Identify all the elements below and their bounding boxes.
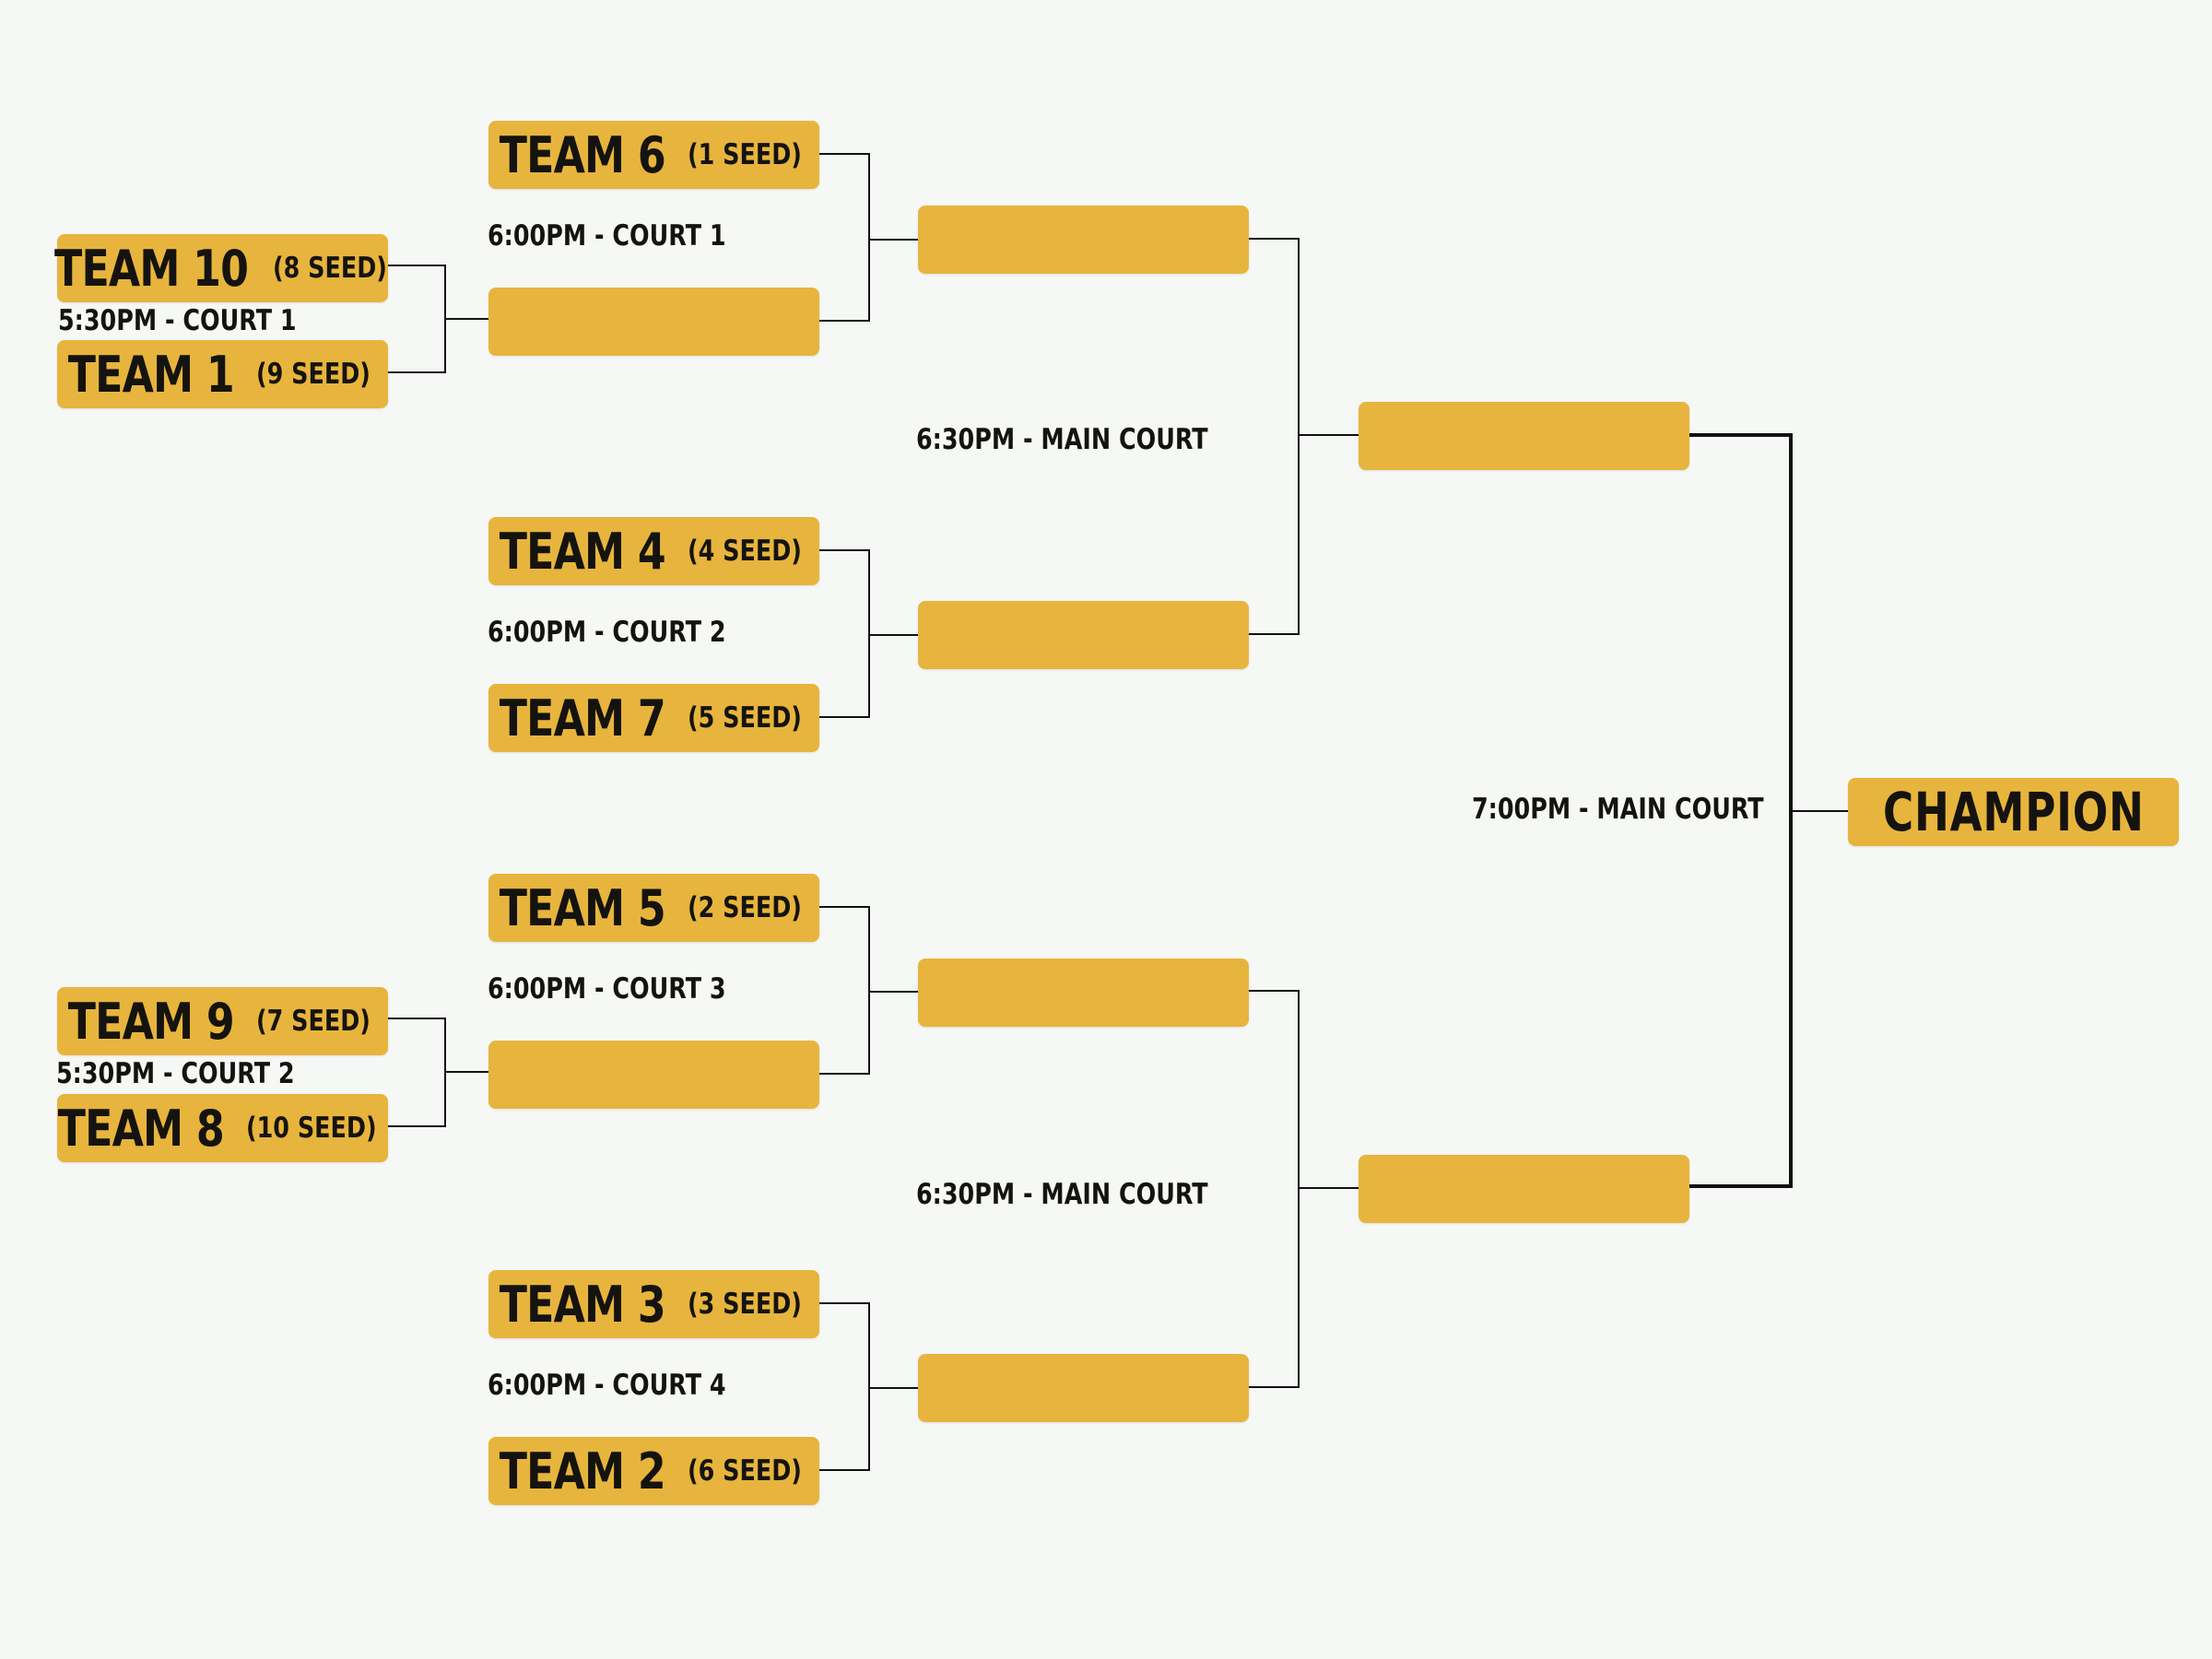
empty-slot[interactable]	[918, 601, 1249, 669]
team-name: TEAM 2	[499, 1441, 666, 1500]
connector-r1-g1	[388, 265, 488, 373]
connector-final	[1689, 433, 1793, 1188]
team-seed: (10 SEED)	[245, 1112, 377, 1145]
team-slot[interactable]: TEAM 4 (4 SEED)	[488, 517, 819, 585]
connector-r2-g2	[819, 549, 918, 718]
team-seed: (3 SEED)	[687, 1288, 802, 1321]
team-name: TEAM 7	[499, 688, 666, 747]
team-seed: (5 SEED)	[687, 701, 802, 735]
game-time-label: 6:00PM - COURT 2	[488, 616, 726, 649]
game-time-label: 5:30PM - COURT 2	[56, 1057, 295, 1090]
team-seed: (2 SEED)	[687, 891, 802, 924]
game-time-label: 6:30PM - MAIN COURT	[916, 1178, 1208, 1211]
empty-slot[interactable]	[488, 1041, 819, 1109]
team-slot[interactable]: TEAM 10 (8 SEED)	[53, 234, 388, 302]
team-slot[interactable]: TEAM 5 (2 SEED)	[488, 874, 819, 942]
game-time-label: 7:00PM - MAIN COURT	[1472, 793, 1764, 826]
connector-r2-g1	[819, 153, 918, 322]
connector-r2-g4	[819, 1302, 918, 1471]
team-name: TEAM 10	[53, 239, 249, 298]
team-seed: (9 SEED)	[255, 358, 371, 391]
team-name: TEAM 6	[499, 125, 666, 184]
team-name: TEAM 4	[499, 522, 666, 581]
empty-slot[interactable]	[918, 959, 1249, 1027]
team-seed: (8 SEED)	[273, 252, 387, 285]
team-name: TEAM 8	[58, 1099, 225, 1158]
game-time-label: 6:00PM - COURT 3	[488, 972, 726, 1006]
empty-slot[interactable]	[918, 1354, 1249, 1422]
team-name: TEAM 5	[499, 878, 666, 937]
connector-r2-g3	[819, 906, 918, 1075]
game-time-label: 5:30PM - COURT 1	[58, 304, 297, 337]
empty-slot[interactable]	[918, 206, 1249, 274]
team-slot[interactable]: TEAM 2 (6 SEED)	[488, 1437, 819, 1505]
team-name: TEAM 1	[67, 345, 235, 404]
connector-r1-g2	[388, 1018, 488, 1127]
champion-label: CHAMPION	[1882, 781, 2145, 843]
team-name: TEAM 3	[499, 1275, 666, 1334]
game-time-label: 6:00PM - COURT 4	[488, 1369, 726, 1402]
team-name: TEAM 9	[67, 992, 235, 1051]
team-slot[interactable]: TEAM 9 (7 SEED)	[57, 987, 388, 1055]
connector-qf-top	[1249, 238, 1359, 635]
team-seed: (4 SEED)	[687, 535, 802, 568]
champion-slot[interactable]: CHAMPION	[1848, 778, 2179, 846]
team-slot[interactable]: TEAM 1 (9 SEED)	[57, 340, 388, 408]
game-time-label: 6:30PM - MAIN COURT	[916, 423, 1208, 456]
empty-slot[interactable]	[1359, 1155, 1689, 1223]
game-time-label: 6:00PM - COURT 1	[488, 219, 726, 253]
team-seed: (6 SEED)	[687, 1454, 802, 1488]
team-slot[interactable]: TEAM 3 (3 SEED)	[488, 1270, 819, 1338]
team-slot[interactable]: TEAM 7 (5 SEED)	[488, 684, 819, 752]
team-seed: (1 SEED)	[687, 138, 802, 171]
empty-slot[interactable]	[488, 288, 819, 356]
connector-qf-bottom	[1249, 990, 1359, 1388]
team-seed: (7 SEED)	[255, 1005, 371, 1038]
team-slot[interactable]: TEAM 8 (10 SEED)	[57, 1094, 388, 1162]
team-slot[interactable]: TEAM 6 (1 SEED)	[488, 121, 819, 189]
empty-slot[interactable]	[1359, 402, 1689, 470]
